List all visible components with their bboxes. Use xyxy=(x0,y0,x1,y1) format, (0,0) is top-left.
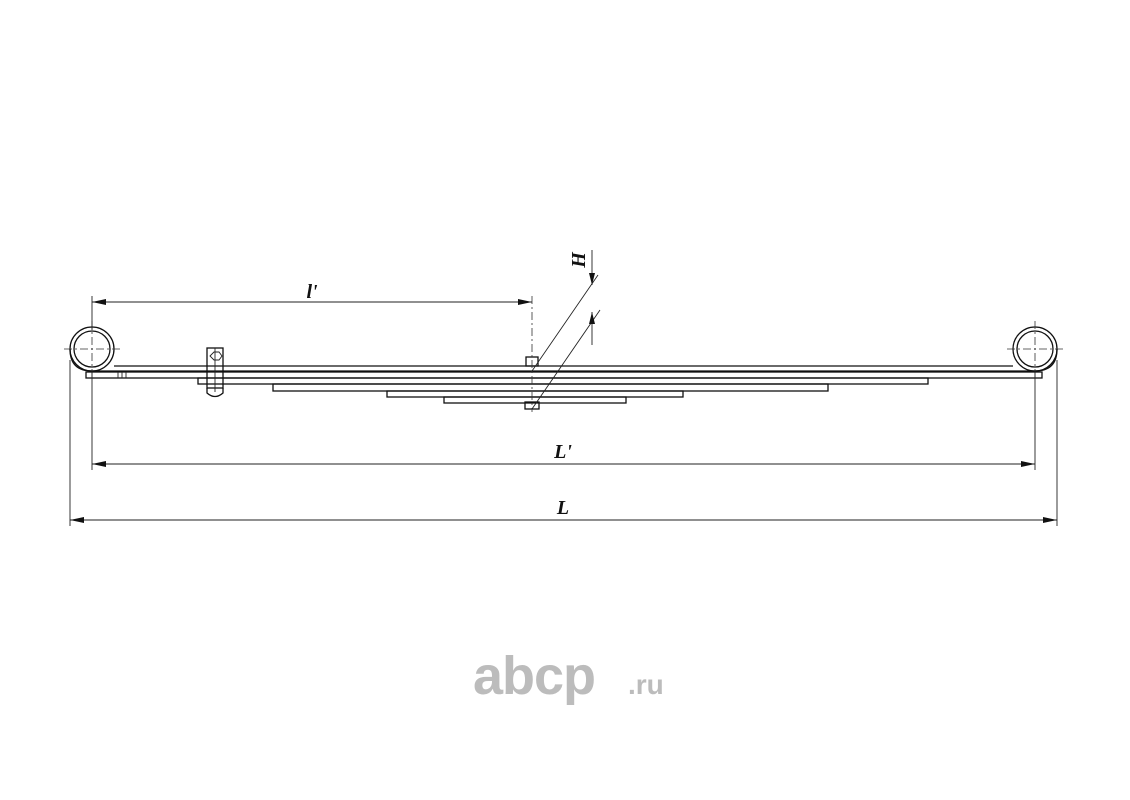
dimension-l-prime: l' xyxy=(91,281,532,330)
brand-watermark: abcp .ru xyxy=(473,646,664,706)
dimension-label-l-total-prime: L' xyxy=(553,441,572,463)
watermark-brand: abcp xyxy=(473,646,595,706)
fourth-leaf xyxy=(272,383,829,392)
main-leaf xyxy=(69,348,1058,372)
dimension-label-l-total: L xyxy=(556,497,569,519)
watermark-tld: .ru xyxy=(628,669,664,700)
right-spring-eye xyxy=(1007,321,1063,377)
dimension-label-h: H xyxy=(568,251,590,269)
center-bolt xyxy=(524,296,540,412)
dimension-l-total-prime: L' xyxy=(91,371,1036,470)
dimension-l-total: L xyxy=(69,360,1058,526)
third-leaf xyxy=(197,377,929,385)
second-leaf xyxy=(85,371,1043,379)
rebound-clip xyxy=(206,347,224,398)
sixth-leaf xyxy=(443,396,627,404)
dimension-label-l-prime: l' xyxy=(306,281,318,303)
fifth-leaf xyxy=(386,390,684,398)
dimension-h: H xyxy=(531,250,601,410)
